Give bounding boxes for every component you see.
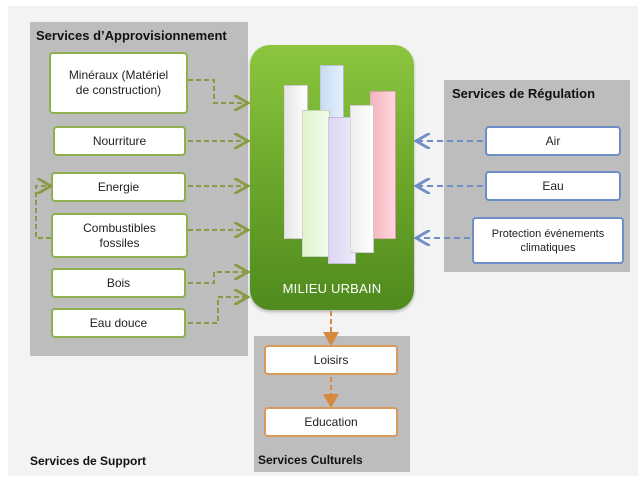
panel-title-support: Services de Support (30, 454, 147, 468)
building-bar-6 (350, 105, 374, 253)
item-protection-climatiques: Protection événements climatiques (472, 217, 624, 264)
milieu-urbain-block: MILIEU URBAIN (250, 45, 414, 310)
building-bar-4 (302, 110, 330, 257)
item-mineraux: Minéraux (Matériel de construction) (49, 52, 188, 114)
panel-title-culturels: Services Culturels (258, 453, 363, 467)
arrow-eau-douce (188, 297, 246, 324)
panel-title-approvisionnement: Services d’Approvisionnement (36, 28, 227, 43)
building-bar-3 (370, 91, 396, 239)
item-air: Air (485, 126, 621, 156)
arrow-mineraux (188, 79, 246, 103)
arrow-loop-energie (35, 186, 51, 239)
milieu-urbain-label: MILIEU URBAIN (282, 281, 382, 296)
arrow-bois (188, 272, 246, 284)
item-combustibles-fossiles: Combustibles fossiles (51, 213, 188, 258)
item-bois: Bois (51, 268, 186, 298)
item-education: Education (264, 407, 398, 437)
item-energie: Energie (51, 172, 186, 202)
item-loisirs: Loisirs (264, 345, 398, 375)
panel-title-regulation: Services de Régulation (452, 86, 596, 101)
item-eau-douce: Eau douce (51, 308, 186, 338)
item-eau: Eau (485, 171, 621, 201)
item-nourriture: Nourriture (53, 126, 186, 156)
